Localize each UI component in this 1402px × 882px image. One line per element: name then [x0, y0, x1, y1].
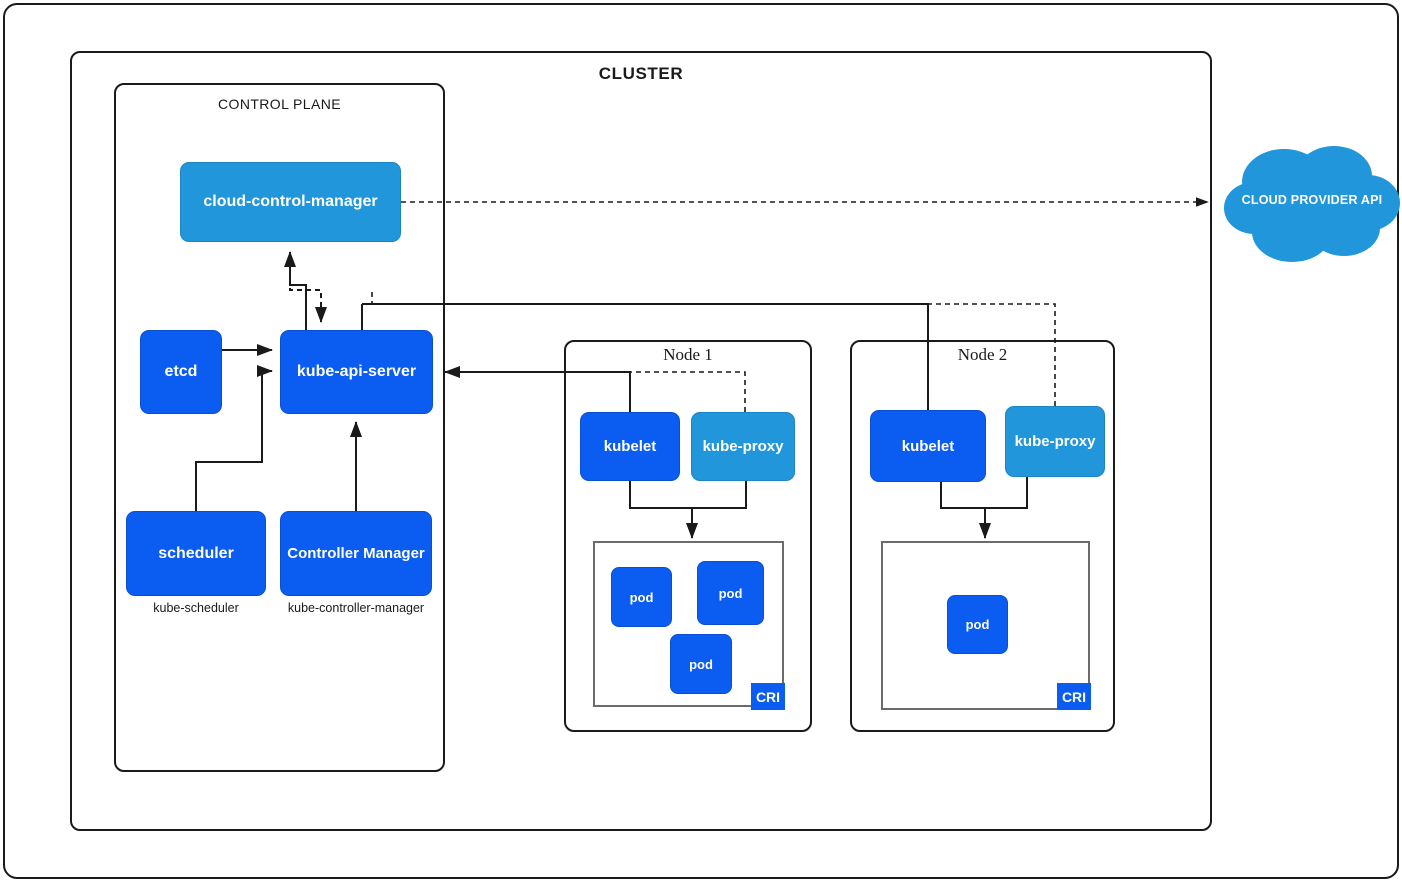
pod-node-1-3[interactable]: pod: [670, 634, 732, 694]
pod-node-2-1[interactable]: pod: [947, 595, 1008, 654]
edge-ccm-to-api: [289, 252, 327, 323]
cluster-title: CLUSTER: [598, 64, 684, 83]
sublabel-kube-controller-manager: kube-controller-manager: [287, 601, 425, 615]
component-kubelet-node-1[interactable]: kubelet: [580, 412, 680, 481]
cloud-icon[interactable]: [1222, 140, 1402, 270]
node-frame-node-2: [850, 340, 1115, 732]
component-controller-manager[interactable]: Controller Manager: [280, 511, 432, 596]
edge-node2-kubeproxy-to-api: [371, 290, 1056, 406]
edge-node1-kubelet-to-cri: [629, 481, 747, 509]
sublabel-kube-scheduler: kube-scheduler: [153, 601, 239, 615]
node-title-node-2: Node 2: [957, 345, 1008, 364]
component-kubelet-node-2[interactable]: kubelet: [870, 410, 986, 482]
control-plane-title: CONTROL PLANE: [218, 96, 341, 112]
cri-badge-node-1: CRI: [751, 683, 785, 710]
node-frame-node-1: [564, 340, 812, 732]
diagram-outer-frame: [3, 3, 1399, 879]
pod-node-1-1[interactable]: pod: [611, 567, 672, 627]
edge-scheduler-to-api: [195, 365, 273, 511]
cluster-frame: [70, 51, 1212, 831]
component-kube-api-server[interactable]: kube-api-server: [280, 330, 433, 414]
control-plane-frame: [114, 83, 445, 772]
node-title-node-1: Node 1: [663, 345, 713, 364]
component-kube-proxy-node-1[interactable]: kube-proxy: [691, 412, 795, 481]
component-kube-proxy-node-2[interactable]: kube-proxy: [1005, 406, 1105, 477]
pod-node-1-2[interactable]: pod: [697, 561, 764, 625]
edge-api-to-ccm: [284, 251, 307, 330]
component-scheduler[interactable]: scheduler: [126, 511, 266, 596]
edge-node1-kubeproxy-to-api: [445, 371, 746, 412]
component-etcd[interactable]: etcd: [140, 330, 222, 414]
cri-badge-node-2: CRI: [1057, 683, 1091, 710]
component-cloud-control-manager[interactable]: cloud-control-manager: [180, 162, 401, 242]
